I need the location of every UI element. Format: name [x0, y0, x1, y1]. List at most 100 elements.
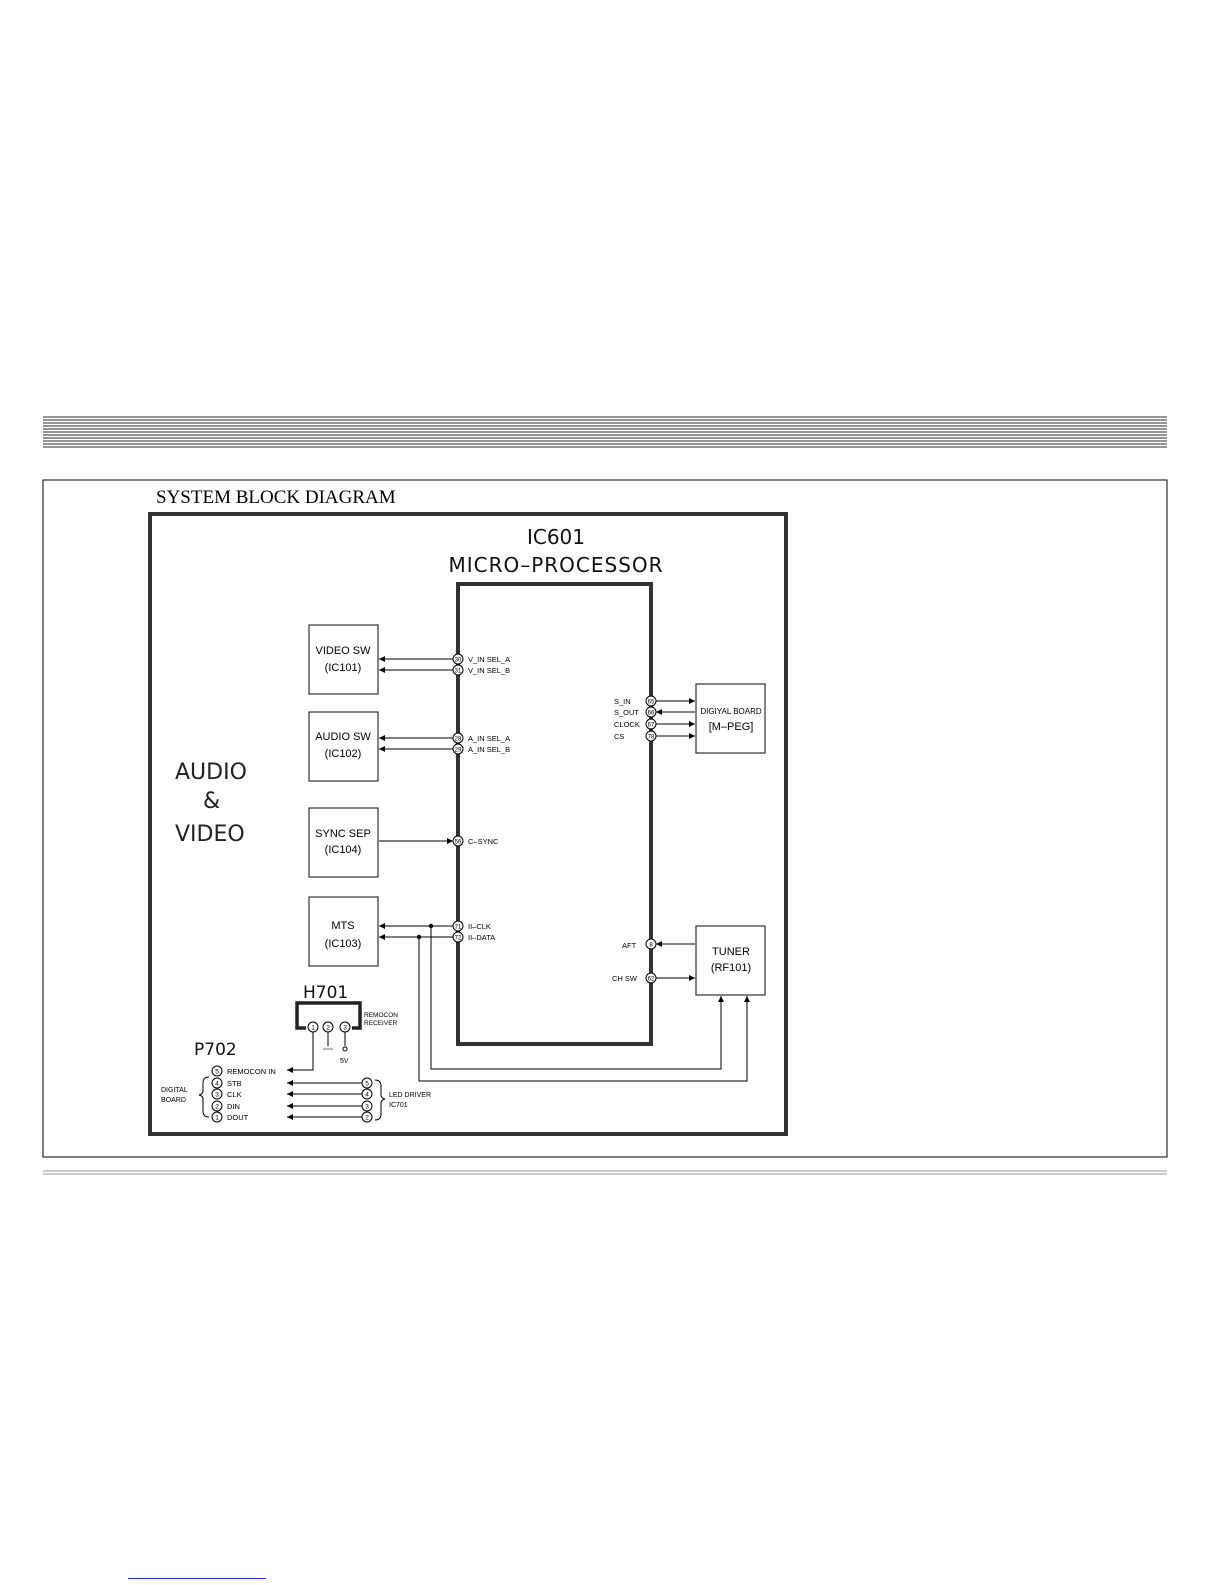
side-label-audio: AUDIO [175, 760, 247, 785]
diagram-title: SYSTEM BLOCK DIAGRAM [156, 487, 396, 508]
mts-block: MTS (IC103) [308, 896, 379, 967]
outer-frame [42, 479, 1168, 1158]
footer-stripe-bar [43, 1170, 1167, 1175]
pin-8-label: AFT [622, 941, 637, 950]
pin-65-label: S_IN [614, 697, 631, 706]
h701-title: H701 [303, 983, 348, 1003]
pin-30-num: 30 [455, 658, 462, 664]
pin-28-label: A_IN SEL_A [468, 734, 510, 743]
pin-30: 30 V_IN SEL_A [379, 653, 510, 665]
p702-title: P702 [194, 1040, 237, 1060]
led-pin-5: 5 [365, 1081, 369, 1088]
pin-28: 28 A_IN SEL_A [379, 732, 510, 744]
audio-sw-ic: (IC102) [325, 748, 362, 760]
header-stripe-bar [43, 416, 1167, 448]
p702-pin-3-label: CLK [227, 1090, 242, 1099]
footer-link-underline [128, 1578, 266, 1579]
micro-subtitle: MICRO–PROCESSOR [448, 553, 663, 577]
p702-pin-1-label: DOUT [227, 1113, 249, 1122]
tuner-ic: (RF101) [711, 962, 751, 974]
h701-pin-3: 3 [343, 1025, 347, 1032]
pin-67-label: CLOCK [614, 720, 640, 729]
pin-29-label: A_IN SEL_B [468, 745, 510, 754]
h701-supply: 5V [340, 1058, 349, 1065]
micro-processor-block [456, 582, 653, 1046]
sync-sep-block: SYNC SEP (IC104) [308, 807, 379, 878]
pin-65: S_IN 65 [614, 695, 695, 707]
led-driver-label-2: IC701 [389, 1102, 408, 1109]
pin-72-num: 72 [455, 936, 462, 942]
p702-pin-3-num: 3 [215, 1092, 219, 1099]
pin-71: 71 II–CLK [379, 920, 491, 932]
mts-name: MTS [331, 920, 354, 932]
pin-65-num: 65 [648, 700, 655, 706]
pin-72-label: II–DATA [468, 933, 495, 942]
pin-67-num: 67 [648, 723, 655, 729]
pin-66-num: 66 [648, 711, 655, 717]
pin-62-num: 62 [648, 977, 655, 983]
pin-72: 72 II–DATA [379, 931, 495, 943]
tuner-name: TUNER [712, 946, 750, 958]
pin-28-num: 28 [455, 737, 462, 743]
sync-sep-ic: (IC104) [325, 844, 362, 856]
video-sw-name: VIDEO SW [315, 645, 371, 657]
p702-pin-1-num: 1 [215, 1115, 219, 1122]
pin-31-num: 31 [455, 669, 462, 675]
pin-31: 31 V_IN SEL_B [379, 664, 510, 676]
p702-pin-2-label: DIN [227, 1102, 240, 1111]
pin-56-label: C–SYNC [468, 837, 499, 846]
sync-sep-name: SYNC SEP [315, 828, 371, 840]
h701-label-1: REMOCON [364, 1012, 398, 1019]
pin-66-label: S_OUT [614, 708, 639, 717]
video-sw-ic: (IC101) [325, 662, 362, 674]
led-pin-2: 2 [365, 1115, 369, 1122]
pin-67: CLOCK 67 [614, 718, 695, 730]
p702-pin-5-label: REMOCON IN [227, 1067, 276, 1076]
pin-66: S_OUT 66 [614, 706, 695, 718]
led-driver-label-1: LED DRIVER [389, 1092, 431, 1099]
audio-sw-name: AUDIO SW [315, 731, 371, 743]
pin-30-label: V_IN SEL_A [468, 655, 510, 664]
p702-group-2: BOARD [161, 1097, 186, 1104]
p702-pin-4-num: 4 [215, 1081, 219, 1088]
pin-78-label: CS [614, 732, 624, 741]
audio-sw-block: AUDIO SW (IC102) [308, 711, 379, 782]
mts-ic: (IC103) [325, 938, 362, 950]
pin-8: AFT 8 [622, 938, 695, 950]
h701-pin-1: 1 [311, 1025, 315, 1032]
pin-56: 56 C–SYNC [379, 835, 499, 847]
p702-pin-4-label: STB [227, 1079, 242, 1088]
diagram-frame [148, 512, 788, 1136]
pin-8-num: 8 [649, 943, 653, 949]
tuner-block: TUNER (RF101) [695, 925, 766, 996]
h701-label-2: RECEIVER [364, 1020, 398, 1027]
pin-29: 29 A_IN SEL_B [379, 743, 510, 755]
h701-connector: H701 1 2 3 REMOCON RECEIVER 5V [287, 983, 398, 1073]
pin-78: CS 78 [614, 730, 695, 742]
led-pin-3: 3 [365, 1104, 369, 1111]
pin-62: CH SW 62 [612, 972, 695, 984]
pin-56-num: 56 [455, 840, 462, 846]
side-label-video: VIDEO [175, 822, 245, 847]
led-pin-4: 4 [365, 1092, 369, 1099]
h701-pin-2: 2 [326, 1025, 330, 1032]
side-label-and: & [203, 789, 220, 814]
pin-78-num: 78 [648, 735, 655, 741]
p702-connector: P702 DIGITAL BOARD 5 REMOCON IN 4 STB 3 … [161, 1040, 276, 1123]
p702-pin-5-num: 5 [215, 1069, 219, 1076]
digital-board-name: DIGIYAL BOARD [700, 707, 762, 716]
p702-pin-2-num: 2 [215, 1104, 219, 1111]
led-driver: 5 4 3 2 LED DRIVER IC701 [287, 1077, 431, 1123]
video-sw-block: VIDEO SW (IC101) [308, 624, 379, 695]
pin-29-num: 29 [455, 748, 462, 754]
led-driver-brace [374, 1079, 386, 1121]
ii-bus-wires [416, 923, 750, 1082]
pin-71-label: II–CLK [468, 922, 491, 931]
p702-group-1: DIGITAL [161, 1087, 188, 1094]
micro-title: IC601 [527, 525, 585, 549]
digital-board-sub: [M–PEG] [709, 721, 754, 733]
pin-31-label: V_IN SEL_B [468, 666, 510, 675]
wire-remocon-in [287, 1032, 314, 1073]
pin-62-label: CH SW [612, 974, 638, 983]
